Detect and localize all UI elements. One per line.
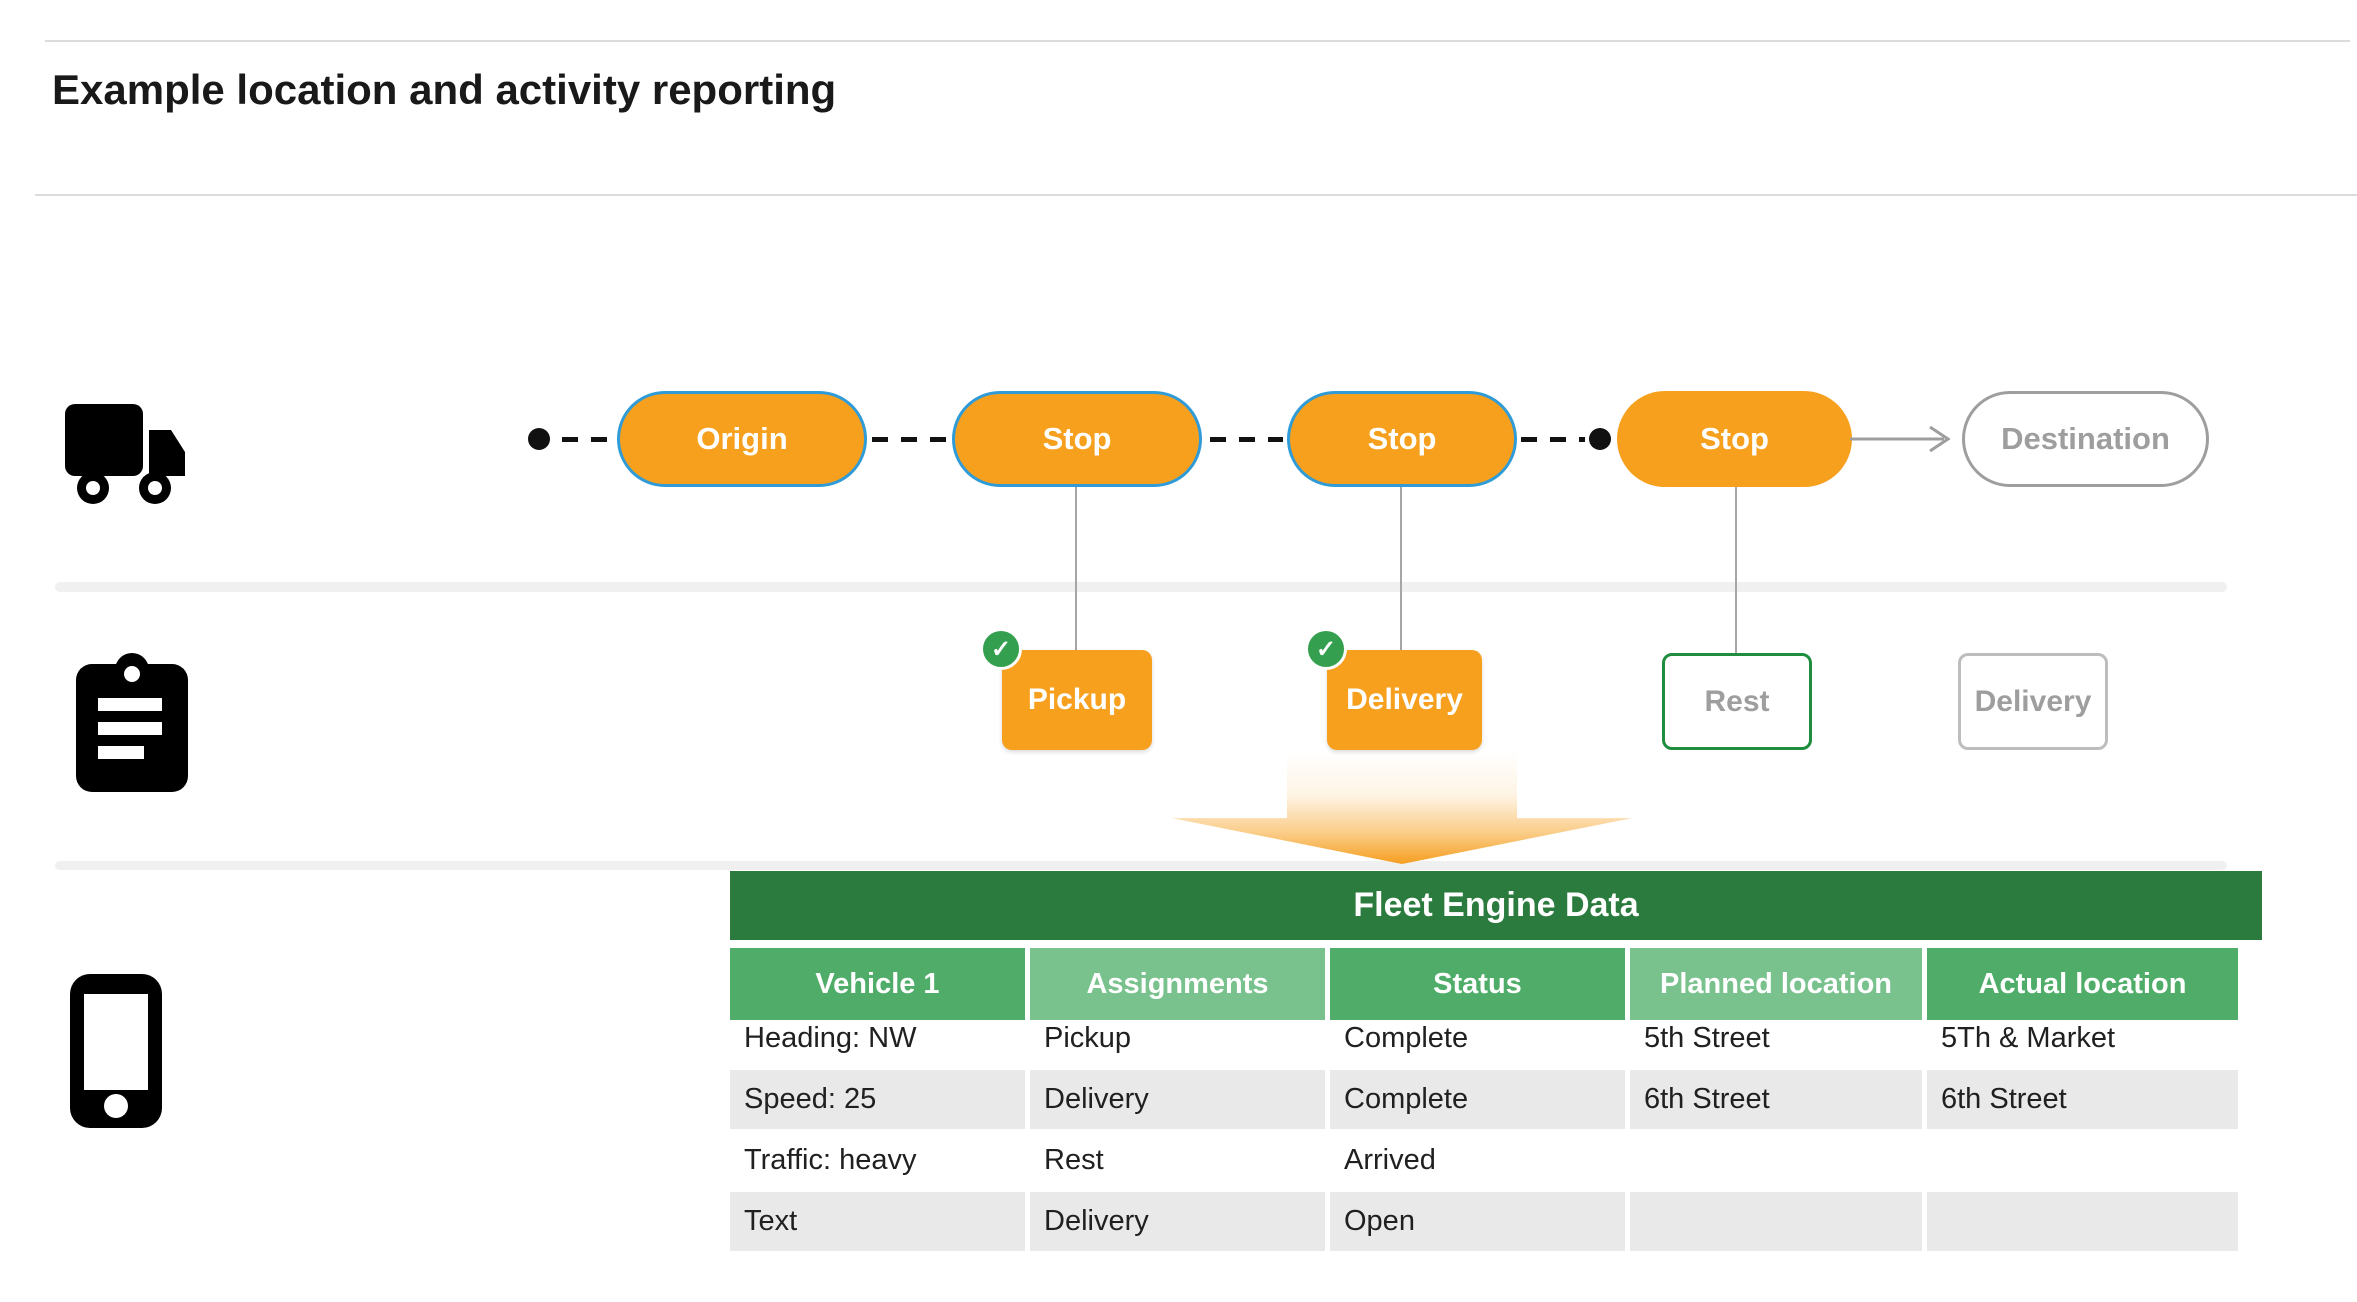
route-node-destination: Destination bbox=[1962, 391, 2209, 487]
section-divider-vehicle-activity bbox=[55, 582, 2227, 592]
activity-delivery: Delivery bbox=[1327, 650, 1482, 750]
connector-line bbox=[1400, 487, 1402, 650]
table-title: Fleet Engine Data bbox=[1353, 886, 1639, 924]
table-cell: 6th Street bbox=[1927, 1070, 2238, 1129]
table-title-bar: Fleet Engine Data bbox=[730, 871, 2262, 940]
table-cell: Open bbox=[1330, 1192, 1625, 1251]
table-cell: 5Th & Market bbox=[1941, 1022, 2116, 1054]
route-node-label: Stop bbox=[1042, 421, 1112, 456]
clipboard-icon bbox=[70, 652, 194, 800]
smartphone-icon bbox=[68, 972, 164, 1130]
table-cell: Arrived bbox=[1344, 1144, 1436, 1176]
table-cell bbox=[1927, 1131, 2238, 1190]
table-cell: Complete bbox=[1330, 1070, 1625, 1129]
truck-icon bbox=[63, 398, 187, 514]
table-cell: Complete bbox=[1344, 1022, 1469, 1054]
table-cell: 5th Street bbox=[1644, 1022, 1770, 1054]
table-cell: 6th Street bbox=[1630, 1070, 1922, 1129]
column-header-planned-location: Planned location bbox=[1630, 948, 1922, 1020]
column-header-assignments: Assignments bbox=[1030, 948, 1325, 1020]
activity-rest: Rest bbox=[1662, 653, 1812, 750]
table-cell: Speed: 25 bbox=[730, 1070, 1025, 1129]
check-icon: ✓ bbox=[980, 628, 1022, 670]
route-dashed-connector bbox=[562, 437, 614, 442]
table-cell: Pickup bbox=[1044, 1022, 1132, 1054]
activity-label: Delivery bbox=[1974, 684, 2092, 718]
route-node-stop-3: Stop bbox=[1617, 391, 1852, 487]
title-underline bbox=[35, 194, 2357, 196]
fleet-engine-table: Vehicle 1 Assignments Status Planned loc… bbox=[730, 948, 2238, 1251]
table-cell: Heading: NW bbox=[744, 1022, 917, 1054]
arrow-right-icon bbox=[1850, 419, 1958, 459]
section-divider-activity-data bbox=[55, 861, 2227, 870]
route-node-label: Stop bbox=[1367, 421, 1437, 456]
route-current-position-dot bbox=[1589, 428, 1611, 450]
column-header-actual-location: Actual location bbox=[1927, 948, 2238, 1020]
table-cell: Rest bbox=[1044, 1144, 1104, 1176]
route-dashed-connector bbox=[872, 437, 948, 442]
table-cell bbox=[1630, 1131, 1922, 1190]
table-cell bbox=[1630, 1192, 1922, 1251]
table-cell: Text bbox=[730, 1192, 1025, 1251]
route-node-label: Stop bbox=[1700, 421, 1769, 456]
table-cell: Delivery bbox=[1030, 1070, 1325, 1129]
activity-label: Delivery bbox=[1346, 683, 1463, 716]
table-cell: Traffic: heavy bbox=[744, 1144, 917, 1176]
activity-delivery-future: Delivery bbox=[1958, 653, 2108, 750]
connector-line bbox=[1075, 487, 1077, 650]
route-node-stop-2: Stop bbox=[1287, 391, 1517, 487]
route-node-origin: Origin bbox=[617, 391, 867, 487]
route-start-dot bbox=[528, 428, 550, 450]
page-title: Example location and activity reporting bbox=[52, 66, 837, 113]
activity-pickup: Pickup bbox=[1002, 650, 1152, 750]
activity-label: Rest bbox=[1704, 684, 1770, 718]
route-node-stop-1: Stop bbox=[952, 391, 1202, 487]
column-header-vehicle: Vehicle 1 bbox=[730, 948, 1025, 1020]
route-node-label: Origin bbox=[696, 421, 788, 456]
route-dashed-connector bbox=[1521, 437, 1585, 442]
activity-label: Pickup bbox=[1027, 683, 1127, 716]
connector-line bbox=[1735, 487, 1737, 653]
route-dashed-connector bbox=[1210, 437, 1283, 442]
table-cell: Delivery bbox=[1030, 1192, 1325, 1251]
route-node-label: Destination bbox=[2001, 421, 2170, 456]
column-header-status: Status bbox=[1330, 948, 1625, 1020]
check-icon: ✓ bbox=[1305, 628, 1347, 670]
arrow-down-icon bbox=[1172, 752, 1632, 864]
table-cell bbox=[1927, 1192, 2238, 1251]
top-divider-line bbox=[45, 40, 2350, 42]
